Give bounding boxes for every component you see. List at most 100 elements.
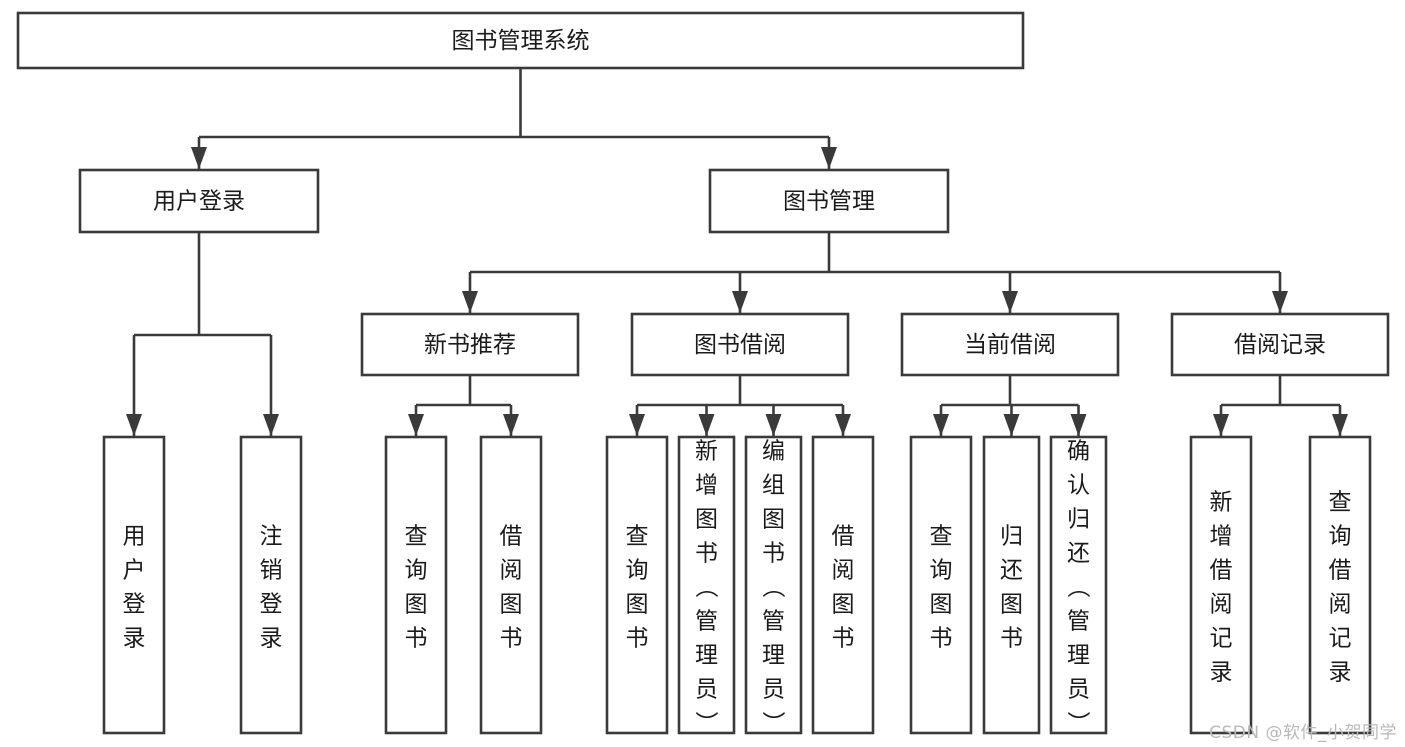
node-level3-0[interactable]: 新书推荐 xyxy=(360,312,580,377)
svg-text:询: 询 xyxy=(1329,524,1352,550)
arrow-head-icon xyxy=(408,414,424,436)
svg-text:记: 记 xyxy=(1210,626,1233,652)
arrow-head-icon xyxy=(835,414,851,436)
node-level3-label-2: 当前借阅 xyxy=(964,332,1056,358)
arrow-head-icon xyxy=(1332,414,1348,436)
svg-text:理: 理 xyxy=(762,643,785,669)
node-level3-label-1: 图书借阅 xyxy=(694,332,786,358)
svg-text:理: 理 xyxy=(1067,643,1090,669)
arrow-head-icon xyxy=(503,414,519,436)
node-level3-2[interactable]: 当前借阅 xyxy=(900,312,1120,377)
svg-text:图: 图 xyxy=(500,592,523,618)
svg-text:图: 图 xyxy=(626,592,649,618)
csdn-watermark: CSDN @软件_小贺同学 xyxy=(1209,723,1397,743)
arrow-head-icon xyxy=(821,147,837,169)
svg-text:图: 图 xyxy=(405,592,428,618)
svg-text:查: 查 xyxy=(930,524,953,550)
svg-text:管: 管 xyxy=(1067,609,1090,635)
node-level3-3[interactable]: 借阅记录 xyxy=(1170,312,1390,377)
arrow-head-icon xyxy=(1070,414,1087,436)
svg-text:借: 借 xyxy=(1210,558,1233,584)
svg-text:员: 员 xyxy=(1067,677,1090,703)
svg-text:书: 书 xyxy=(1000,626,1023,652)
svg-text:认: 认 xyxy=(1067,473,1090,499)
svg-text:查: 查 xyxy=(405,524,428,550)
svg-text:归: 归 xyxy=(1000,524,1023,550)
svg-text:阅: 阅 xyxy=(1329,592,1352,618)
svg-text:图: 图 xyxy=(832,592,855,618)
svg-text:（: （ xyxy=(1065,575,1091,598)
svg-text:员: 员 xyxy=(695,677,718,703)
svg-text:借: 借 xyxy=(1329,558,1352,584)
svg-text:用: 用 xyxy=(123,524,146,550)
svg-text:）: ） xyxy=(1065,711,1091,734)
svg-text:查: 查 xyxy=(1329,490,1352,516)
svg-text:阅: 阅 xyxy=(832,558,855,584)
svg-text:记: 记 xyxy=(1329,626,1352,652)
node-level2-label-0: 用户登录 xyxy=(153,189,245,215)
svg-text:管: 管 xyxy=(762,609,785,635)
svg-text:询: 询 xyxy=(626,558,649,584)
arrow-head-icon xyxy=(765,414,782,436)
node-level2-1[interactable]: 图书管理 xyxy=(708,168,950,234)
svg-text:（: （ xyxy=(760,575,786,598)
svg-text:）: ） xyxy=(760,711,786,734)
arrow-head-icon xyxy=(191,147,207,169)
node-leaf-label-0: 用户登录 xyxy=(123,524,146,652)
svg-text:录: 录 xyxy=(123,626,146,652)
svg-text:组: 组 xyxy=(762,473,785,499)
svg-text:注: 注 xyxy=(260,524,283,550)
node-level2-0[interactable]: 用户登录 xyxy=(78,168,320,234)
arrow-head-icon xyxy=(698,414,715,436)
svg-text:管: 管 xyxy=(695,609,718,635)
arrow-head-icon xyxy=(1002,291,1018,313)
svg-text:增: 增 xyxy=(1210,524,1233,550)
svg-text:图: 图 xyxy=(762,507,785,533)
svg-text:图: 图 xyxy=(930,592,953,618)
connectors-layer xyxy=(126,68,1348,436)
svg-text:询: 询 xyxy=(930,558,953,584)
svg-text:新: 新 xyxy=(695,439,718,465)
svg-text:书: 书 xyxy=(930,626,953,652)
svg-text:书: 书 xyxy=(832,626,855,652)
arrow-head-icon xyxy=(1272,291,1288,313)
node-leaf-0[interactable]: 用户登录 xyxy=(102,435,166,735)
arrow-head-icon xyxy=(1213,414,1229,436)
svg-text:借: 借 xyxy=(500,524,523,550)
node-root-label: 图书管理系统 xyxy=(452,28,590,54)
arrow-head-icon xyxy=(263,414,279,436)
svg-text:阅: 阅 xyxy=(1210,592,1233,618)
node-level3-1[interactable]: 图书借阅 xyxy=(630,312,850,377)
svg-text:登: 登 xyxy=(260,592,283,618)
svg-text:书: 书 xyxy=(500,626,523,652)
arrow-head-icon xyxy=(732,291,748,313)
svg-text:查: 查 xyxy=(626,524,649,550)
svg-text:还: 还 xyxy=(1067,541,1090,567)
svg-text:确: 确 xyxy=(1067,439,1090,465)
svg-text:图: 图 xyxy=(1000,592,1023,618)
node-level2-label-1: 图书管理 xyxy=(783,189,875,215)
node-root[interactable]: 图书管理系统 xyxy=(16,11,1025,70)
svg-text:还: 还 xyxy=(1000,558,1023,584)
svg-text:录: 录 xyxy=(260,626,283,652)
arrow-head-icon xyxy=(126,414,142,436)
